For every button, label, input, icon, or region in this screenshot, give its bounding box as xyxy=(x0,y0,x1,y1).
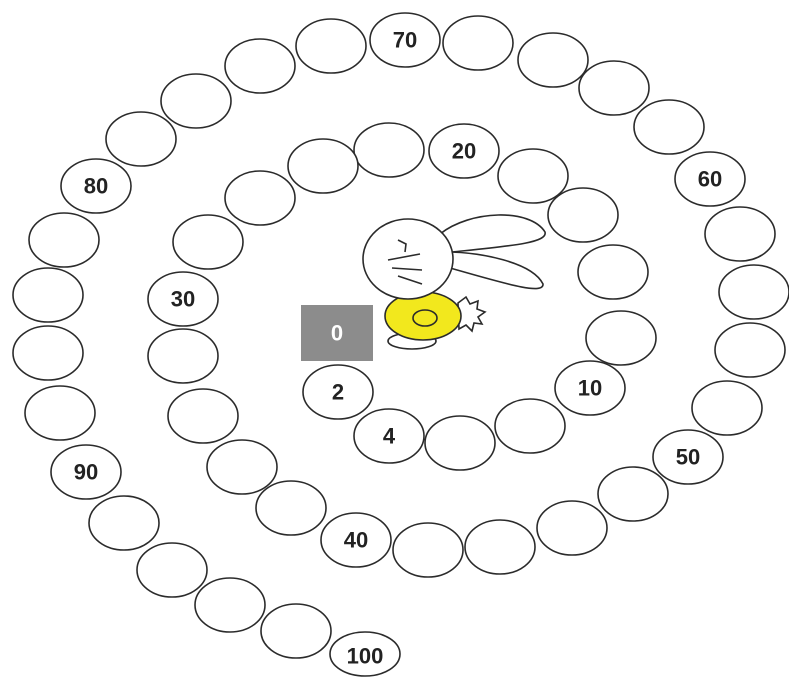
numbered-space[interactable]: 30 xyxy=(148,272,218,326)
board-space[interactable] xyxy=(518,33,588,87)
space-label: 90 xyxy=(74,460,98,485)
numbered-space[interactable]: 90 xyxy=(51,445,121,499)
board-space[interactable] xyxy=(13,268,83,322)
board-space[interactable] xyxy=(168,389,238,443)
board-space[interactable] xyxy=(537,501,607,555)
bunny-icon xyxy=(363,215,545,349)
board-space[interactable] xyxy=(705,207,775,261)
space-label: 80 xyxy=(84,174,108,199)
board-space[interactable] xyxy=(106,112,176,166)
board-space[interactable] xyxy=(465,520,535,574)
board-space[interactable] xyxy=(586,311,656,365)
board-space[interactable] xyxy=(548,188,618,242)
board-space[interactable] xyxy=(195,578,265,632)
board-space[interactable] xyxy=(13,326,83,380)
start-space-label: 0 xyxy=(331,321,343,346)
board-space[interactable] xyxy=(498,149,568,203)
space-label: 2 xyxy=(332,380,344,405)
board-space[interactable] xyxy=(715,323,785,377)
board-space[interactable] xyxy=(173,215,243,269)
board-space[interactable] xyxy=(495,399,565,453)
numbered-space[interactable]: 100 xyxy=(330,632,400,676)
board-space[interactable] xyxy=(578,245,648,299)
space-label: 4 xyxy=(383,424,396,449)
board-space[interactable] xyxy=(634,100,704,154)
board-space[interactable] xyxy=(261,604,331,658)
board-space[interactable] xyxy=(225,39,295,93)
numbered-space[interactable]: 80 xyxy=(61,159,131,213)
board-space[interactable] xyxy=(579,61,649,115)
board-space[interactable] xyxy=(425,416,495,470)
board-space[interactable] xyxy=(598,467,668,521)
board-space[interactable] xyxy=(288,139,358,193)
space-label: 60 xyxy=(698,167,722,192)
space-label: 40 xyxy=(344,528,368,553)
board-space[interactable] xyxy=(692,381,762,435)
numbered-space[interactable]: 20 xyxy=(429,124,499,178)
space-label: 70 xyxy=(393,28,417,53)
board-space[interactable] xyxy=(296,19,366,73)
board-space[interactable] xyxy=(393,523,463,577)
numbered-space[interactable]: 70 xyxy=(370,13,440,67)
board-space[interactable] xyxy=(148,329,218,383)
board-space[interactable] xyxy=(161,74,231,128)
board-space[interactable] xyxy=(225,171,295,225)
space-label: 10 xyxy=(578,376,602,401)
space-label: 20 xyxy=(452,139,476,164)
board-space[interactable] xyxy=(25,386,95,440)
space-label: 50 xyxy=(676,445,700,470)
board-space[interactable] xyxy=(137,543,207,597)
numbered-space[interactable]: 60 xyxy=(675,152,745,206)
board-space[interactable] xyxy=(29,213,99,267)
numbered-space[interactable]: 50 xyxy=(653,430,723,484)
numbered-space[interactable]: 40 xyxy=(321,513,391,567)
board-space[interactable] xyxy=(719,265,789,319)
board-space[interactable] xyxy=(207,440,277,494)
board-space[interactable] xyxy=(256,481,326,535)
space-label: 100 xyxy=(347,644,384,669)
numbered-space[interactable]: 4 xyxy=(354,409,424,463)
board-space[interactable] xyxy=(443,16,513,70)
numbered-space[interactable]: 2 xyxy=(303,365,373,419)
board-space[interactable] xyxy=(89,496,159,550)
start-space[interactable]: 0 xyxy=(301,305,373,361)
space-label: 30 xyxy=(171,287,195,312)
numbered-space[interactable]: 10 xyxy=(555,361,625,415)
board-space[interactable] xyxy=(354,123,424,177)
